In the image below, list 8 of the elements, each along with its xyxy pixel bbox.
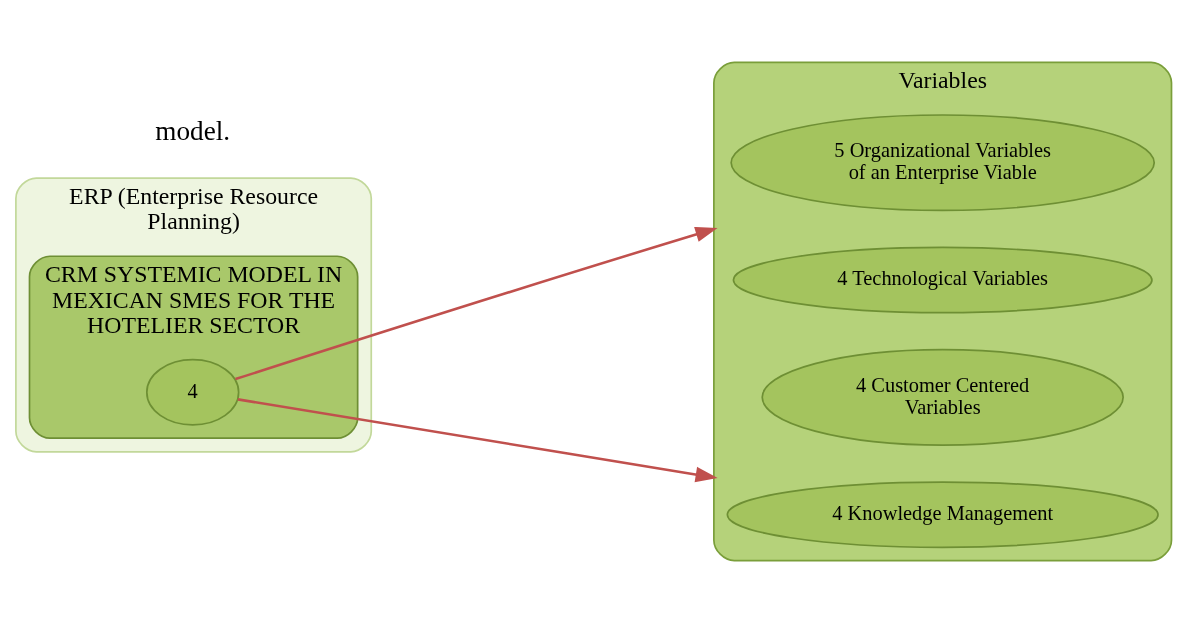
node-ellipse: 4 [145,358,240,426]
node-ellipse: 4 Customer Centered Variables [761,348,1124,446]
arrow [237,397,718,482]
node-ellipse: 4 Knowledge Management [726,480,1159,548]
label: model. [155,115,231,146]
node-ellipse: 5 Organizational Variables of an Enterprise Viable [730,113,1156,211]
arrow [235,226,718,380]
node-ellipse: 4 Technological Variables [732,246,1153,313]
